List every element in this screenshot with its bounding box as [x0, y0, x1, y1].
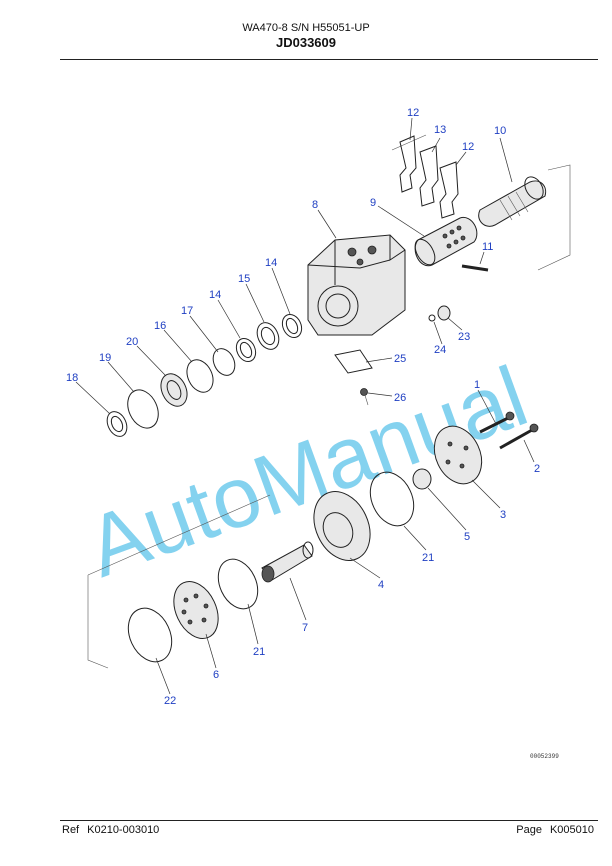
callout-4: 4	[378, 579, 384, 591]
spool-10	[478, 176, 547, 227]
drive-shaft-7	[261, 541, 314, 583]
spring-13	[419, 145, 439, 207]
pin-11	[461, 264, 489, 272]
page-value: K005010	[549, 824, 594, 836]
document-id: JD033609	[276, 35, 336, 50]
callout-3: 3	[500, 509, 506, 521]
callout-2: 2	[534, 463, 540, 475]
callout-20: 20	[126, 336, 138, 348]
leader-lines	[75, 117, 535, 695]
callout-25: 25	[394, 353, 406, 365]
footer-rule	[60, 820, 598, 821]
callout-12-lower: 12	[462, 141, 474, 153]
ref-label: Ref	[62, 824, 80, 836]
callout-18: 18	[66, 372, 78, 384]
screw-26	[360, 388, 369, 406]
o-ring-21-right	[369, 471, 415, 527]
sleeve-9	[414, 216, 478, 267]
spring-12-upper	[399, 135, 417, 193]
bolt-2	[499, 423, 539, 450]
callout-13: 13	[434, 124, 446, 136]
frame-line	[87, 494, 271, 576]
frame-line	[391, 134, 427, 151]
callout-26: 26	[394, 392, 406, 404]
ring-14-left	[235, 337, 257, 363]
callout-14-left: 14	[209, 289, 221, 301]
callout-19: 19	[99, 352, 111, 364]
callout-1: 1	[474, 379, 480, 391]
ball-24	[428, 314, 436, 322]
ring-18	[106, 411, 128, 437]
callout-6: 6	[213, 669, 219, 681]
callout-14-right: 14	[265, 257, 277, 269]
ring-17	[212, 348, 236, 376]
o-ring-21-left	[217, 558, 259, 610]
seal-20	[160, 373, 188, 407]
footer-ref: Ref K0210-003010	[62, 824, 159, 836]
frame-line	[87, 575, 109, 669]
header-rule	[60, 59, 598, 60]
callout-12-upper: 12	[407, 107, 419, 119]
callout-21-right: 21	[422, 552, 434, 564]
frame-line	[537, 164, 571, 271]
plug-5	[412, 468, 432, 490]
spring-12-lower	[439, 161, 459, 219]
plug-23	[437, 305, 451, 321]
spacer-plate-6	[173, 581, 219, 639]
callout-23: 23	[458, 331, 470, 343]
housing-8	[307, 234, 406, 336]
ref-value: K0210-003010	[87, 824, 160, 836]
callout-10: 10	[494, 125, 506, 137]
page-label: Page	[516, 824, 542, 836]
callout-8: 8	[312, 199, 318, 211]
bolt-1	[479, 411, 515, 434]
callout-17: 17	[181, 305, 193, 317]
callout-9: 9	[370, 197, 376, 209]
callout-11: 11	[482, 241, 493, 253]
ring-14-right	[281, 313, 303, 339]
callout-7: 7	[302, 622, 308, 634]
footer-page: Page K005010	[516, 824, 594, 836]
o-ring-22	[127, 607, 173, 663]
bearing-15	[256, 322, 280, 350]
end-cap-3	[433, 425, 483, 485]
model-serial-line: WA470-8 S/N H55051-UP	[242, 22, 370, 34]
callout-15: 15	[238, 273, 250, 285]
page-header: WA470-8 S/N H55051-UP JD033609	[0, 22, 612, 50]
o-ring-16	[186, 359, 214, 393]
callout-5: 5	[464, 531, 470, 543]
callout-22: 22	[164, 695, 176, 707]
callout-21-left: 21	[253, 646, 265, 658]
drawing-number: 00052399	[530, 753, 559, 760]
plate-25	[334, 349, 373, 374]
gerotor-4	[313, 491, 371, 561]
o-ring-19	[127, 389, 159, 429]
callout-16: 16	[154, 320, 166, 332]
callout-24: 24	[434, 344, 446, 356]
